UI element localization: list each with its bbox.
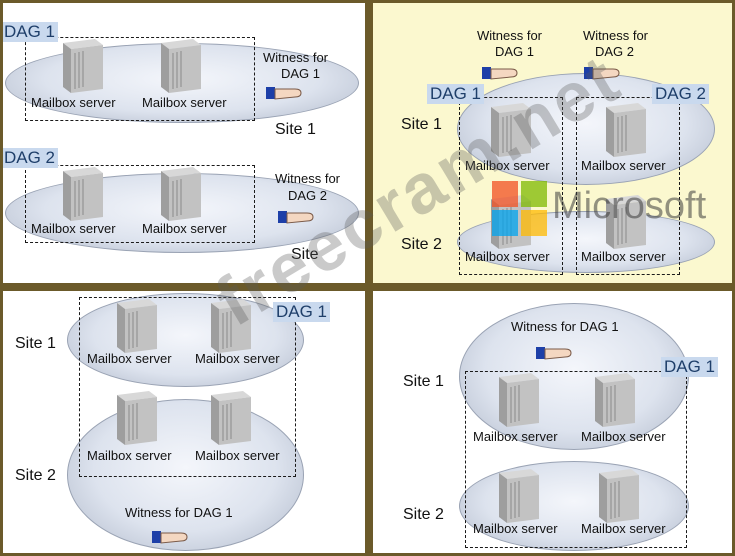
witness-label-line2: DAG 1 [495, 44, 535, 59]
mailbox-label: Mailbox server [581, 158, 666, 173]
server-icon [606, 195, 646, 249]
dag1-box [459, 97, 563, 275]
witness-hand-icon [278, 211, 314, 224]
dag1-box [465, 371, 687, 548]
dag1-label: DAG 1 [273, 302, 331, 322]
server-icon [499, 373, 539, 427]
site2-label: Site 2 [401, 236, 442, 253]
dag2-label: DAG 2 [3, 148, 59, 168]
server-icon [63, 167, 103, 221]
dag2-label: DAG 2 [652, 84, 710, 104]
panel-bottom-right: DAG 1 Site 1 Site 2 Witness for DAG 1 Ma… [373, 291, 732, 553]
server-icon [63, 39, 103, 93]
panel-bottom-left: DAG 1 Site 1 Site 2 Mailbox server Mailb… [3, 291, 365, 553]
dag1-label: DAG 1 [661, 357, 719, 377]
mailbox-label: Mailbox server [473, 521, 558, 536]
site1-label: Site 1 [401, 116, 442, 133]
witness-label-line1: Witness for [263, 50, 329, 65]
dag1-box [79, 297, 296, 477]
mailbox-label: Mailbox server [465, 249, 550, 264]
witness-label: Witness for DAG 1 [511, 319, 619, 334]
mailbox-label: Mailbox server [31, 95, 116, 110]
site1-label: Site 1 [275, 121, 316, 138]
dag2-box [576, 97, 680, 275]
mailbox-label: Mailbox server [87, 448, 172, 463]
server-icon [161, 167, 201, 221]
server-icon [161, 39, 201, 93]
mailbox-label: Mailbox server [31, 221, 116, 236]
witness-label-line2: DAG 1 [281, 66, 321, 81]
witness-label-line1: Witness for [583, 28, 649, 43]
mailbox-label: Mailbox server [195, 448, 280, 463]
witness-hand-icon [266, 87, 302, 100]
site-label: Site [291, 246, 319, 263]
witness-hand-icon [482, 67, 518, 80]
panel-top-left: DAG 1 DAG 2 Mailbox server Mailbox serve… [3, 3, 365, 283]
mailbox-label: Mailbox server [195, 351, 280, 366]
mailbox-label: Mailbox server [581, 429, 666, 444]
witness-hand-icon [584, 67, 620, 80]
witness-label: Witness for DAG 1 [125, 505, 233, 520]
site2-ellipse [67, 399, 304, 551]
site2-label: Site 2 [15, 467, 56, 484]
witness-label-line1: Witness for [275, 171, 341, 186]
site1-label: Site 1 [15, 335, 56, 352]
panel-top-right: DAG 1 DAG 2 Witness for DAG 1 Witness fo… [373, 3, 732, 283]
server-icon [491, 103, 531, 157]
server-icon [117, 299, 157, 353]
dag1-label: DAG 1 [427, 84, 485, 104]
witness-label-line2: DAG 2 [288, 188, 328, 203]
mailbox-label: Mailbox server [465, 158, 550, 173]
server-icon [117, 391, 157, 445]
microsoft-logo-icon [492, 181, 548, 237]
server-icon [211, 299, 251, 353]
site1-label: Site 1 [403, 373, 444, 390]
witness-label-line1: Witness for [477, 28, 543, 43]
dag1-box [25, 37, 255, 121]
dag1-label: DAG 1 [3, 22, 59, 42]
mailbox-label: Mailbox server [87, 351, 172, 366]
server-icon [499, 469, 539, 523]
server-icon [599, 469, 639, 523]
witness-hand-icon [152, 531, 188, 544]
dag2-box [25, 165, 255, 243]
witness-label-line2: DAG 2 [595, 44, 635, 59]
site2-label: Site 2 [403, 506, 444, 523]
mailbox-label: Mailbox server [142, 221, 227, 236]
site1-ellipse [67, 293, 304, 387]
server-icon [211, 391, 251, 445]
server-icon [595, 373, 635, 427]
site2-ellipse [459, 461, 689, 551]
mailbox-label: Mailbox server [581, 249, 666, 264]
server-icon [606, 103, 646, 157]
witness-hand-icon [536, 347, 572, 360]
mailbox-label: Mailbox server [142, 95, 227, 110]
mailbox-label: Mailbox server [581, 521, 666, 536]
microsoft-logo-text: Microsoft [552, 185, 707, 227]
mailbox-label: Mailbox server [473, 429, 558, 444]
